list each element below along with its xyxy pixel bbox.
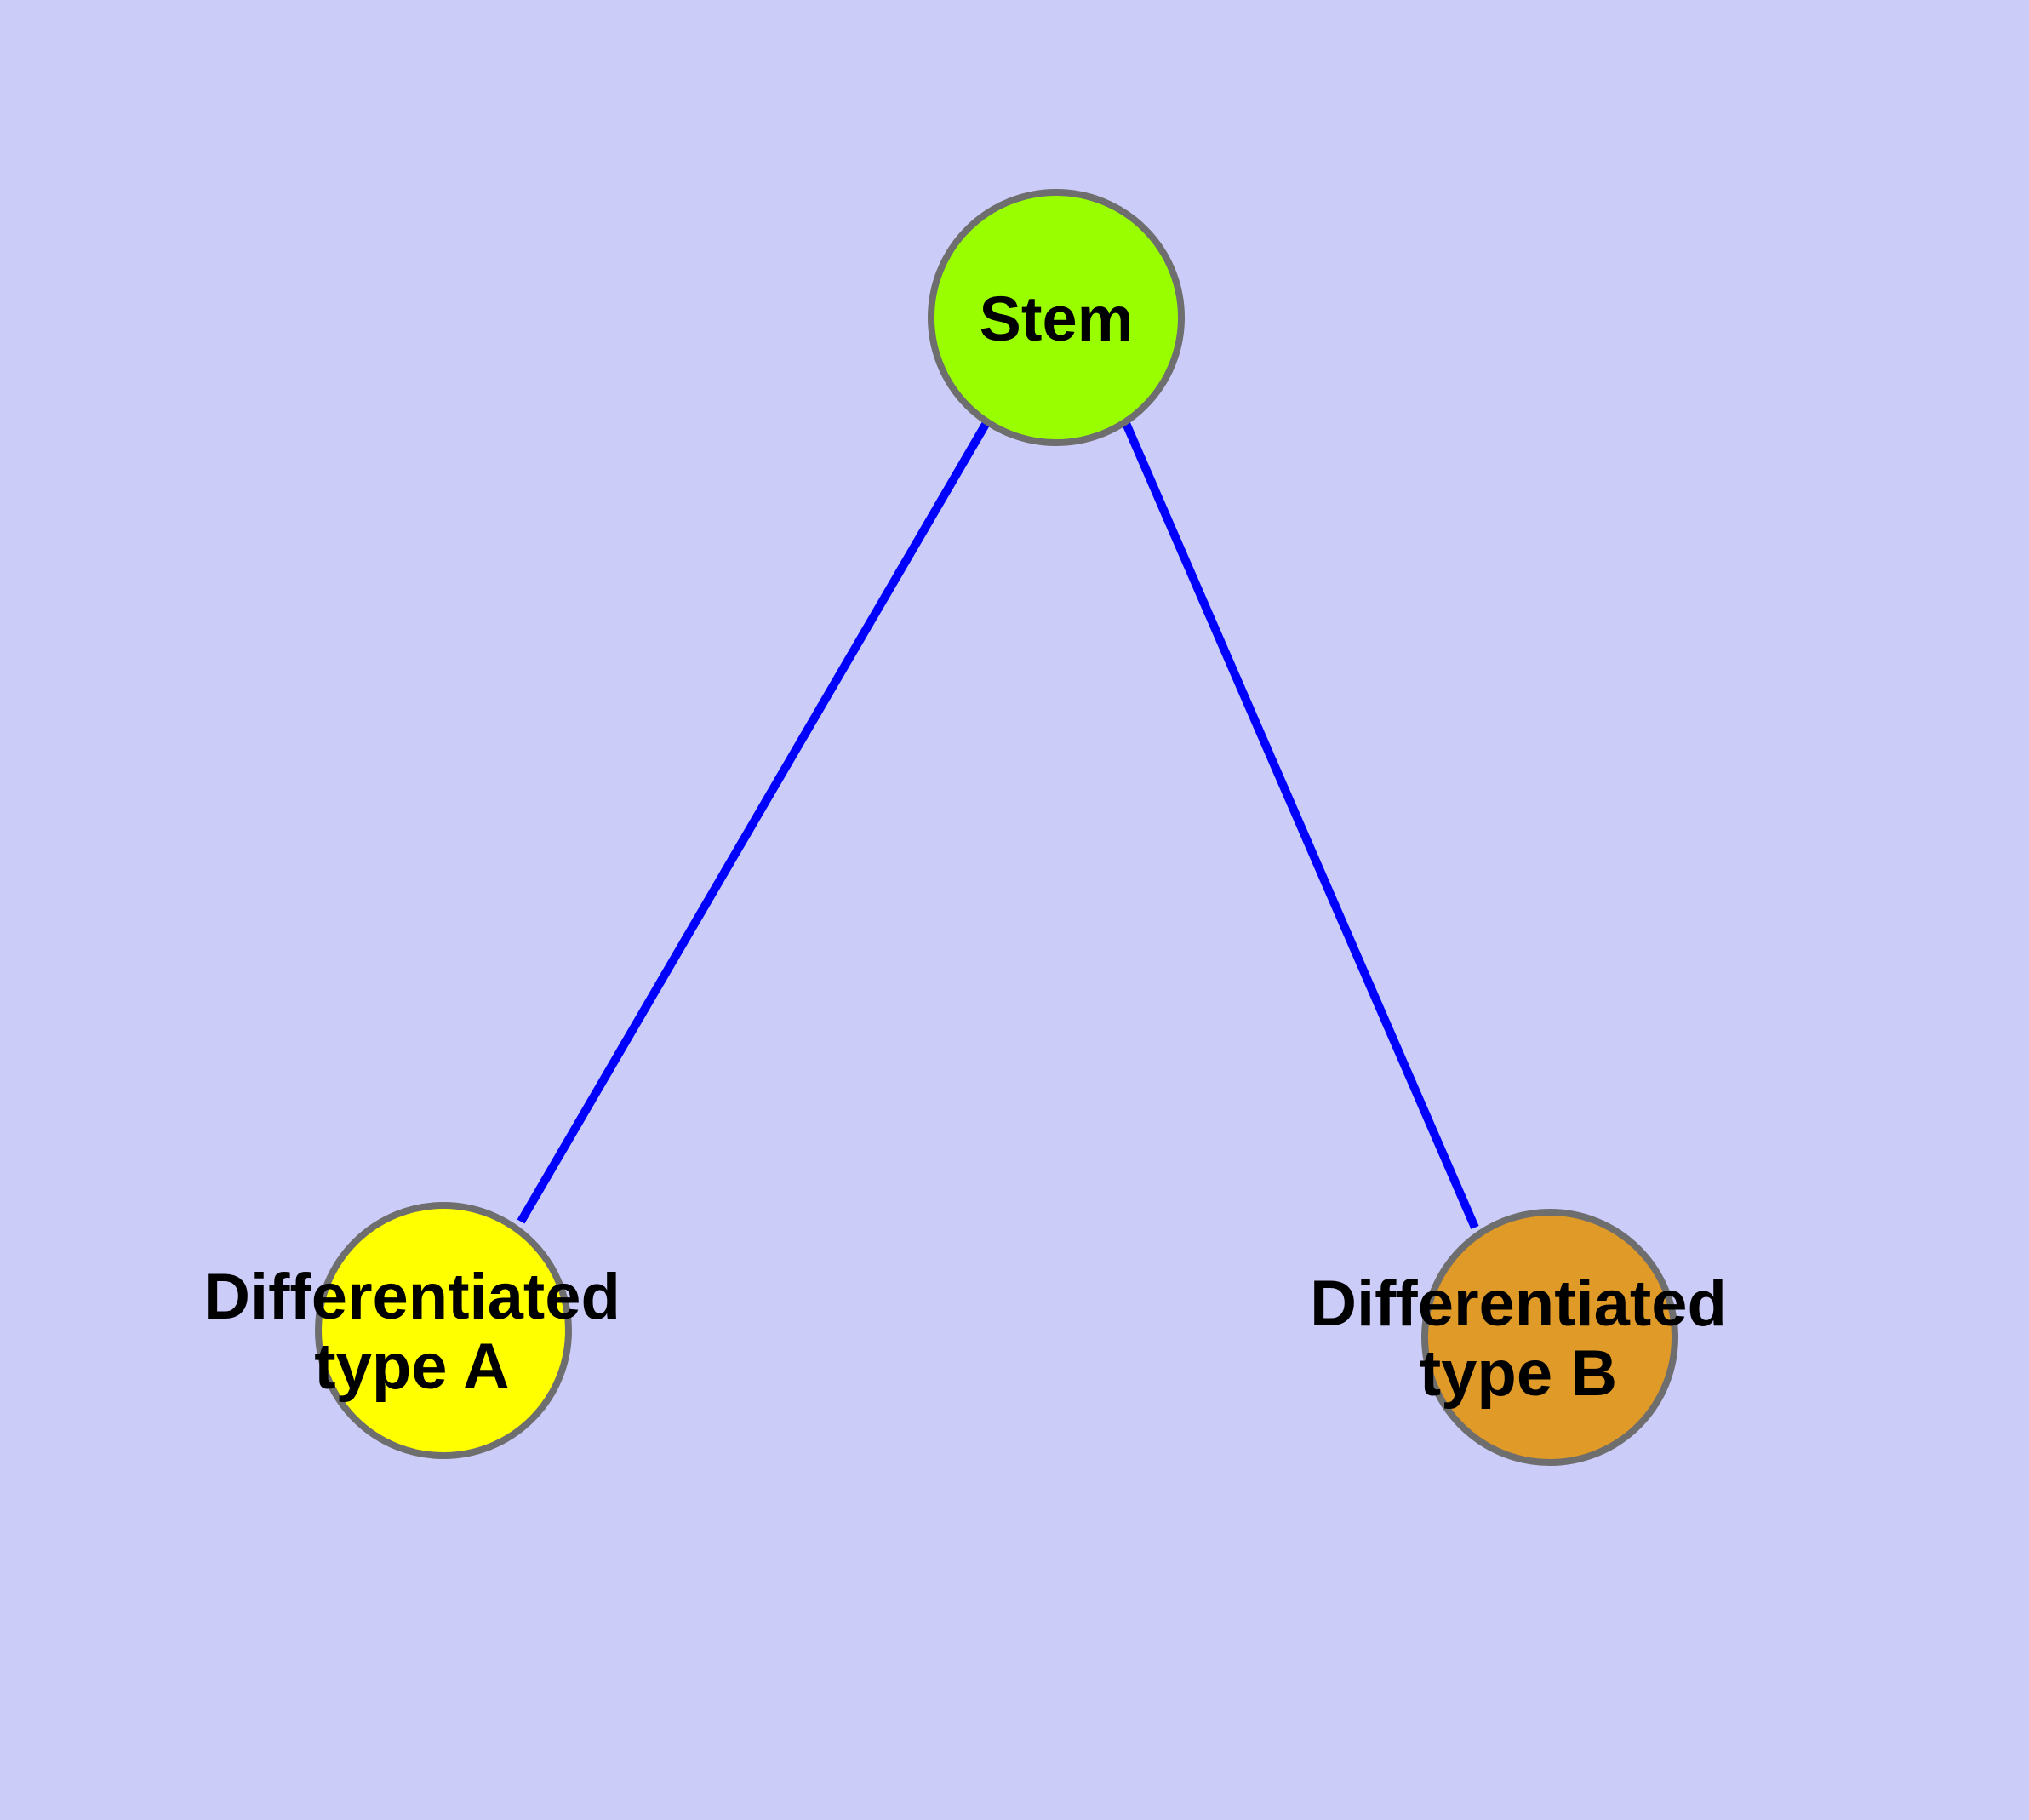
node-differentiated-type-b[interactable] <box>1421 1209 1678 1466</box>
edge-stem-to-differentiated-type-a[interactable] <box>517 419 992 1224</box>
node-layer <box>315 189 1678 1466</box>
node-differentiated-type-a[interactable] <box>315 1202 572 1459</box>
edge-layer <box>517 419 1479 1229</box>
edge-stem-to-differentiated-type-b[interactable] <box>1121 420 1479 1229</box>
node-stem[interactable] <box>928 189 1185 446</box>
